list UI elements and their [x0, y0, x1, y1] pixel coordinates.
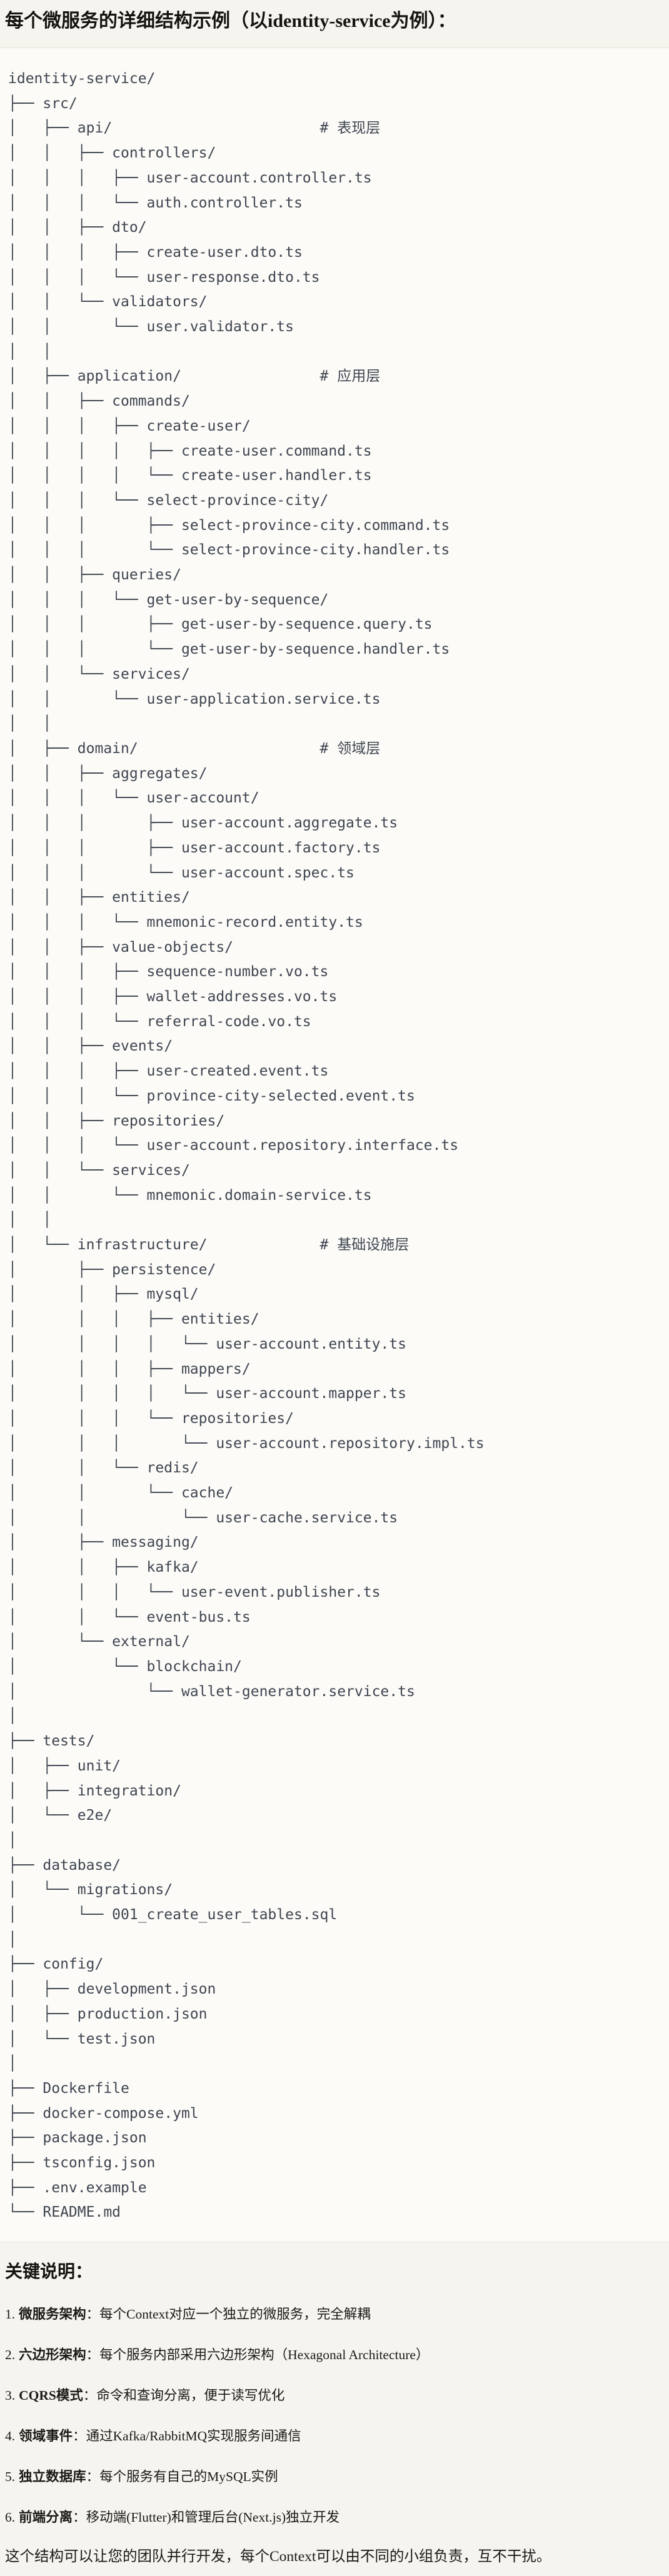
note-colon: ： [73, 2429, 86, 2444]
note-item-4: 4.领域事件：通过Kafka/RabbitMQ实现服务间通信 [5, 2426, 664, 2446]
document-header: 每个微服务的详细结构示例（以identity-service为例）： [0, 0, 669, 47]
note-colon: ： [73, 2510, 86, 2525]
note-term: 微服务架构 [19, 2307, 86, 2322]
note-desc: 通过Kafka/RabbitMQ实现服务间通信 [86, 2429, 301, 2444]
note-number: 3. [5, 2388, 16, 2404]
page-title: 每个微服务的详细结构示例（以identity-service为例）： [5, 11, 456, 31]
notes-heading: 关键说明： [5, 2262, 93, 2282]
note-term: 领域事件 [19, 2429, 73, 2444]
note-desc: 命令和查询分离，便于读写优化 [96, 2388, 285, 2404]
key-notes-section: 关键说明： 1.微服务架构：每个Context对应一个独立的微服务，完全解耦 2… [0, 2261, 669, 2576]
note-colon: ： [86, 2307, 100, 2322]
note-number: 4. [5, 2429, 16, 2444]
note-item-1: 1.微服务架构：每个Context对应一个独立的微服务，完全解耦 [5, 2304, 664, 2324]
closing-paragraph: 这个结构可以让您的团队并行开发，每个Context可以由不同的小组负责，互不干扰… [5, 2549, 551, 2565]
note-term: 六边形架构 [19, 2347, 86, 2363]
note-desc: 每个Context对应一个独立的微服务，完全解耦 [99, 2307, 371, 2322]
note-item-3: 3.CQRS模式：命令和查询分离，便于读写优化 [5, 2385, 664, 2405]
note-term: CQRS模式 [19, 2388, 83, 2404]
note-colon: ： [83, 2388, 97, 2404]
note-term: 前端分离 [19, 2510, 73, 2525]
note-item-2: 2.六边形架构：每个服务内部采用六边形架构（Hexagonal Architec… [5, 2345, 664, 2365]
note-colon: ： [86, 2347, 100, 2363]
note-item-6: 6.前端分离：移动端(Flutter)和管理后台(Next.js)独立开发 [5, 2507, 664, 2527]
note-number: 6. [5, 2510, 16, 2525]
file-tree-code-block: identity-service/ ├── src/ │ ├── api/ # … [0, 47, 669, 2243]
note-number: 2. [5, 2347, 16, 2363]
note-term: 独立数据库 [19, 2469, 86, 2485]
note-desc: 每个服务有自己的MySQL实例 [99, 2469, 278, 2485]
file-tree: identity-service/ ├── src/ │ ├── api/ # … [8, 71, 485, 2221]
note-number: 5. [5, 2469, 16, 2485]
note-desc: 移动端(Flutter)和管理后台(Next.js)独立开发 [86, 2510, 340, 2525]
note-desc: 每个服务内部采用六边形架构（Hexagonal Architecture） [99, 2347, 430, 2363]
note-number: 1. [5, 2307, 16, 2322]
note-item-5: 5.独立数据库：每个服务有自己的MySQL实例 [5, 2467, 664, 2487]
note-colon: ： [86, 2469, 100, 2485]
